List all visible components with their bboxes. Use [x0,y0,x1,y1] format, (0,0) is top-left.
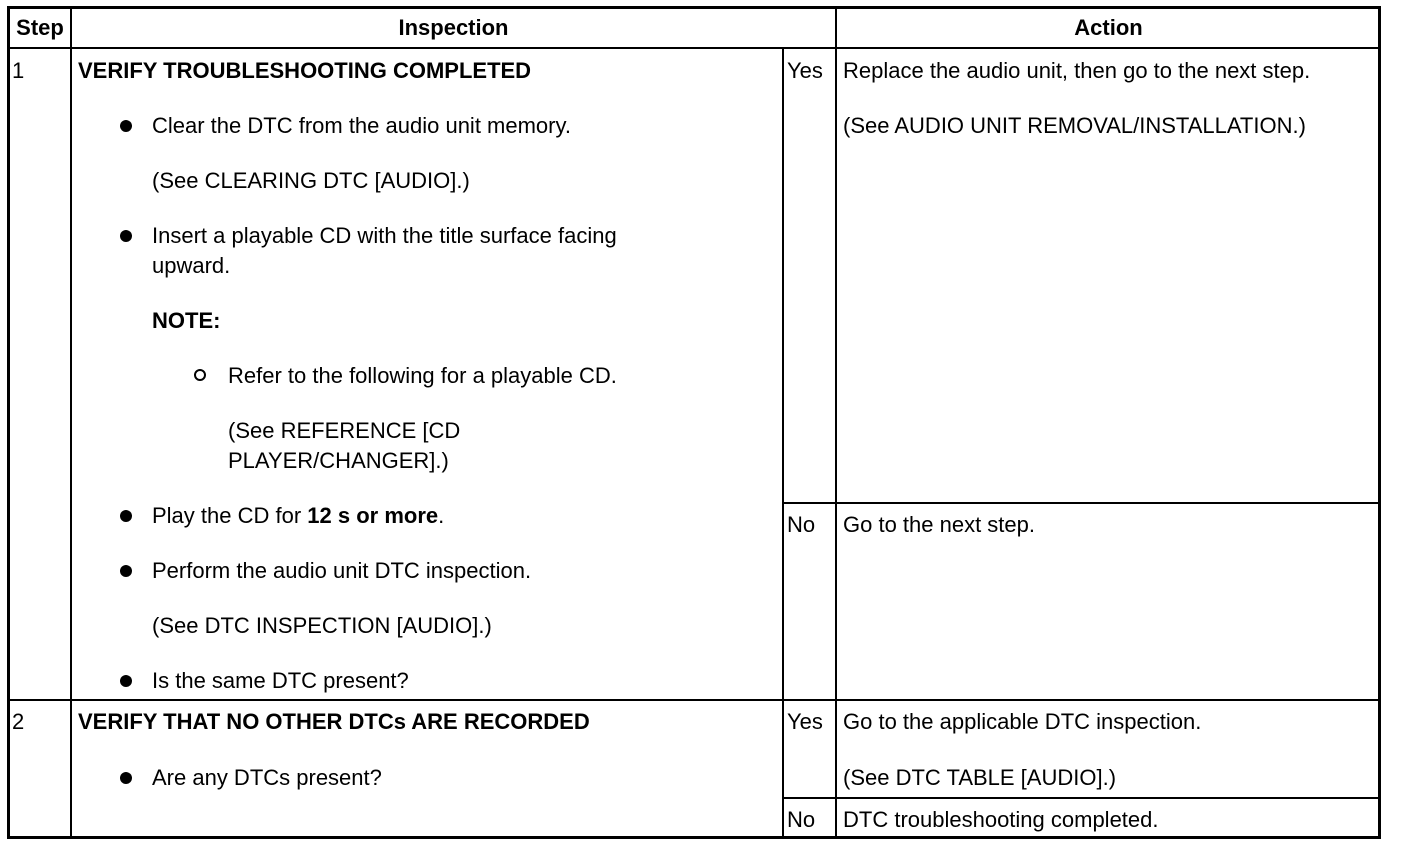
step-title: VERIFY TROUBLESHOOTING COMPLETED [78,58,532,83]
bullet-icon [120,510,132,522]
play-cd-text: Play the CD for [152,503,308,528]
header-step: Step [16,15,64,40]
header-action: Action [1074,15,1143,40]
yes-label: Yes [787,709,823,734]
yes-action-reference: (See DTC TABLE [AUDIO].) [843,765,1117,790]
play-duration: 12 s or more [307,503,439,528]
col-divider-action [835,7,837,838]
reference-text-continued: PLAYER/CHANGER].) [228,448,449,473]
inspection-item: Insert a playable CD with the title surf… [152,223,617,248]
inspection-item: Play the CD for 12 s or more. [152,501,444,531]
bullet-icon [120,675,132,687]
yes-action: Replace the audio unit, then go to the n… [843,58,1311,83]
note-item: Refer to the following for a playable CD… [228,363,617,388]
col-divider-step [70,7,72,838]
bullet-icon [120,772,132,784]
row-divider [8,699,1380,701]
inspection-question: Are any DTCs present? [152,765,382,790]
bullet-icon [120,230,132,242]
header-inspection: Inspection [398,15,509,40]
row2-yes-no-divider [783,797,1380,799]
inspection-item-continued: upward. [152,253,231,278]
col-divider-yesno [782,48,784,838]
reference-text: (See CLEARING DTC [AUDIO].) [152,168,470,193]
header-divider [8,47,1380,49]
troubleshooting-table [7,6,1381,839]
note-label: NOTE: [152,308,221,333]
step-number: 1 [12,58,25,83]
yes-action: Go to the applicable DTC inspection. [843,709,1202,734]
yes-label: Yes [787,58,823,83]
inspection-item: Perform the audio unit DTC inspection. [152,558,532,583]
no-label: No [787,512,816,537]
no-action: DTC troubleshooting completed. [843,807,1159,832]
no-action: Go to the next step. [843,512,1036,537]
inspection-item: Clear the DTC from the audio unit memory… [152,113,571,138]
no-label: No [787,807,816,832]
bullet-icon [120,120,132,132]
row1-yes-no-divider [783,502,1380,504]
step-title: VERIFY THAT NO OTHER DTCs ARE RECORDED [78,709,590,734]
sub-bullet-icon [194,369,206,381]
yes-action-reference: (See AUDIO UNIT REMOVAL/INSTALLATION.) [843,113,1306,138]
bullet-icon [120,565,132,577]
reference-text: (See DTC INSPECTION [AUDIO].) [152,613,492,638]
play-cd-period: . [438,503,445,528]
step-number: 2 [12,709,25,734]
inspection-question: Is the same DTC present? [152,668,409,693]
reference-text: (See REFERENCE [CD [228,418,461,443]
